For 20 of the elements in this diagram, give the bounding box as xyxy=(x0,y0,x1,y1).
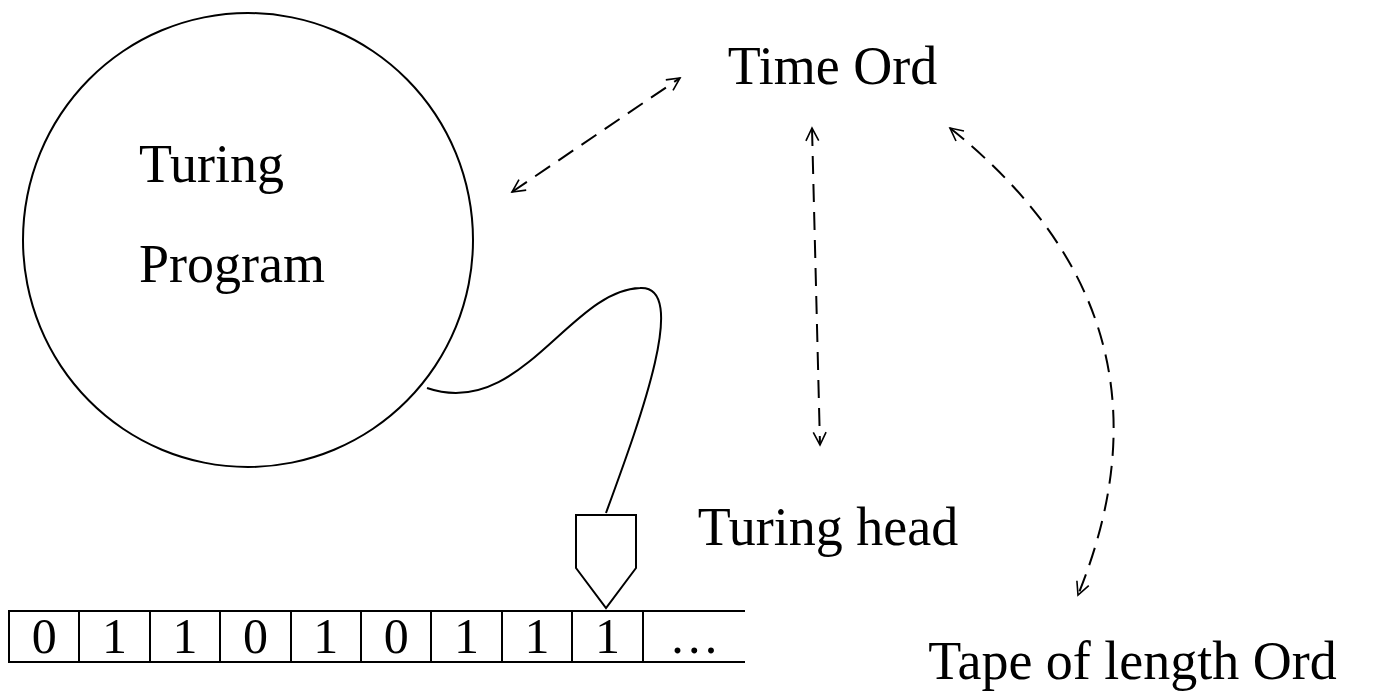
tape-cell: 1 xyxy=(500,610,574,663)
tape-cell: 0 xyxy=(219,610,292,663)
tape-cell: 1 xyxy=(430,610,503,663)
tape-cell: 0 xyxy=(8,610,81,663)
program-circle xyxy=(22,12,474,468)
tape-cell: … xyxy=(641,610,745,663)
tape-head-shape xyxy=(574,513,638,610)
tape-cell: 0 xyxy=(360,610,433,663)
tape-cell: 1 xyxy=(571,610,644,663)
double-arrow xyxy=(805,127,827,446)
tape-cell: 1 xyxy=(289,610,362,663)
tape-cell: 1 xyxy=(78,610,151,663)
double-arrow xyxy=(949,127,1115,596)
node-label: Turing Program xyxy=(139,133,326,296)
connector-line xyxy=(426,287,662,514)
text-label: Tape of length Ord xyxy=(880,595,1385,694)
text-label: Turing head xyxy=(668,445,988,560)
tape-cell: 1 xyxy=(148,610,222,663)
text-label: Time Ord xyxy=(680,5,985,128)
double-arrow xyxy=(511,77,681,193)
